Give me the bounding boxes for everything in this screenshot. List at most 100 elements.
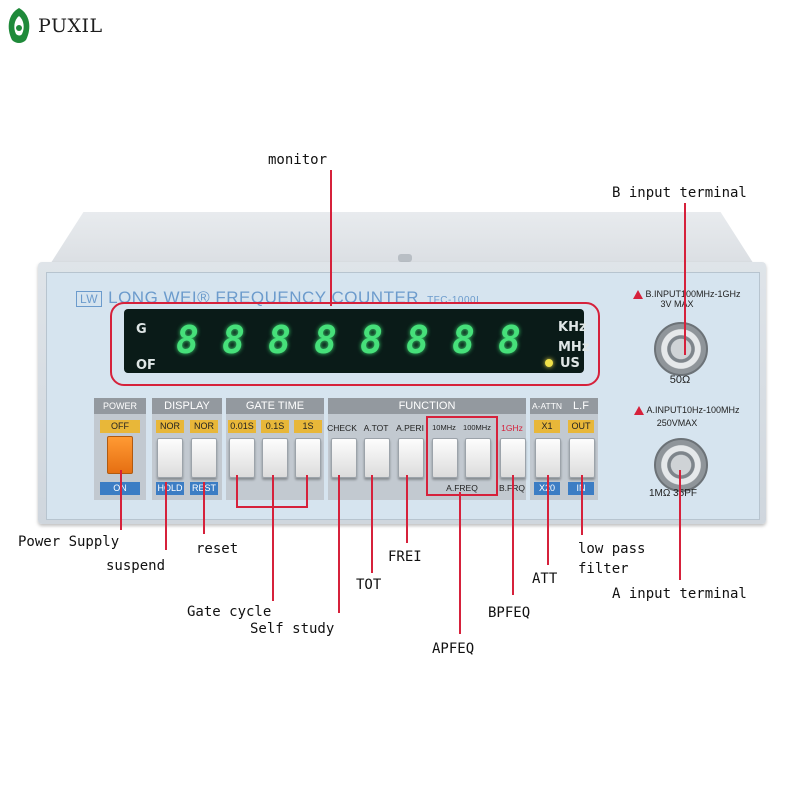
att-button[interactable] <box>535 438 561 478</box>
nor-label-2: NOR <box>190 420 218 433</box>
a-input-max: 250VMAX <box>656 418 698 428</box>
digit-4: 8 <box>314 318 337 362</box>
a-input-leader-line <box>679 470 681 580</box>
aperi-button[interactable] <box>398 438 424 478</box>
check-label: CHECK <box>327 423 357 433</box>
b-input-bnc-connector[interactable] <box>654 322 708 376</box>
a-input-spec: A.INPUT10Hz-100MHz <box>612 405 762 416</box>
reset-leader-line <box>203 482 205 534</box>
annotation-a-input: A input terminal <box>612 586 747 602</box>
low-pass-filter-button[interactable] <box>569 438 595 478</box>
display-of-indicator: OF <box>136 358 156 373</box>
digit-1: 8 <box>176 318 199 362</box>
annotation-att: ATT <box>532 571 558 587</box>
annotation-low-pass: low pass <box>578 541 646 557</box>
annotation-tot: TOT <box>356 577 382 593</box>
a-attn-header: A-ATTN <box>530 398 564 414</box>
brand-logo: PUXIL <box>4 6 103 46</box>
power-leader-line <box>120 470 122 530</box>
afreq-label: A.FREQ <box>446 483 478 493</box>
led-display <box>124 309 584 373</box>
aperi-label: A.PERI <box>396 423 424 433</box>
annotation-reset: reset <box>196 541 239 557</box>
self-study-leader-line <box>338 475 340 613</box>
power-header: POWER <box>94 398 146 414</box>
power-button[interactable] <box>107 436 133 474</box>
unit-us: US <box>560 356 580 371</box>
gate-01-label: 0.1S <box>261 420 289 433</box>
nor-label-1: NOR <box>156 420 184 433</box>
leaf-logo-icon <box>8 8 30 43</box>
display-g-indicator: G <box>136 322 147 337</box>
annotation-frei: FREI <box>388 549 422 565</box>
hold-button[interactable] <box>157 438 183 478</box>
x1-label: X1 <box>534 420 560 433</box>
bpfeq-leader-line <box>512 475 514 595</box>
brand-name: PUXIL <box>38 15 103 37</box>
digit-3: 8 <box>268 318 291 362</box>
digit-8: 8 <box>498 318 521 362</box>
unit-mhz: MHz <box>558 340 590 355</box>
a-input-impedance: 1MΩ 35PF <box>648 488 698 499</box>
gate-001-button[interactable] <box>229 438 255 478</box>
b-input-spec: B.INPUT100MHz-1GHz <box>612 289 762 300</box>
gate-bracket-right <box>306 475 308 507</box>
gate-1-button[interactable] <box>295 438 321 478</box>
atot-button[interactable] <box>364 438 390 478</box>
b-input-max: 3V MAX <box>660 299 694 309</box>
frei-leader-line <box>406 475 408 543</box>
annotation-gate-cycle: Gate cycle <box>187 604 272 620</box>
display-header: DISPLAY <box>152 398 222 414</box>
lf-header: L.F <box>564 398 598 414</box>
unit-khz: KHz <box>558 320 587 335</box>
monitor-highlight <box>110 302 600 386</box>
indicator-led <box>545 359 553 367</box>
gate-time-header: GATE TIME <box>226 398 324 414</box>
gate-01-button[interactable] <box>262 438 288 478</box>
b-input-impedance: 50Ω <box>669 374 691 386</box>
hold-label: HOLD <box>156 482 184 495</box>
atot-label: A.TOT <box>363 423 389 433</box>
monitor-leader-line <box>330 170 332 306</box>
bfrq-label: B.FRQ <box>496 483 528 493</box>
f10-label: 10MHz <box>432 423 456 432</box>
gate-bracket-left <box>236 475 238 507</box>
annotation-monitor: monitor <box>268 152 328 168</box>
annotation-power-supply: Power Supply <box>18 534 120 550</box>
afreq-100mhz-button[interactable] <box>465 438 491 478</box>
b-input-leader-line <box>684 203 686 355</box>
apfeq-leader-line <box>459 492 461 634</box>
reset-button[interactable] <box>191 438 217 478</box>
check-button[interactable] <box>331 438 357 478</box>
afreq-10mhz-button[interactable] <box>432 438 458 478</box>
tot-leader-line <box>371 475 373 573</box>
annotation-suspend: suspend <box>106 558 166 574</box>
annotation-apfeq: APFEQ <box>432 641 475 657</box>
annotation-b-input: B input terminal <box>612 185 747 201</box>
digit-5: 8 <box>360 318 383 362</box>
cover-screw <box>398 254 412 262</box>
out-label: OUT <box>568 420 594 433</box>
annotation-bpfeq: BPFEQ <box>488 605 531 621</box>
suspend-leader-line <box>165 482 167 550</box>
warning-icon <box>633 290 644 300</box>
bfreq-button[interactable] <box>500 438 526 478</box>
f1g-label: 1GHz <box>501 423 523 433</box>
digit-2: 8 <box>222 318 245 362</box>
annotation-filter: filter <box>578 561 629 577</box>
f100-label: 100MHz <box>463 423 491 432</box>
device-model: TFC-1000L <box>427 295 483 306</box>
a-input-bnc-connector[interactable] <box>654 438 708 492</box>
power-off-label: OFF <box>100 420 140 433</box>
warning-icon <box>634 406 645 416</box>
digit-7: 8 <box>452 318 475 362</box>
lowpass-leader-line <box>581 475 583 535</box>
att-leader-line <box>547 475 549 565</box>
annotation-self-study: Self study <box>250 621 335 637</box>
lw-badge: LW <box>76 291 103 307</box>
digit-6: 8 <box>406 318 429 362</box>
function-header: FUNCTION <box>328 398 526 414</box>
gate-001-label: 0.01S <box>228 420 256 433</box>
gate-cycle-leader-line <box>272 475 274 601</box>
gate-1-label: 1S <box>294 420 322 433</box>
